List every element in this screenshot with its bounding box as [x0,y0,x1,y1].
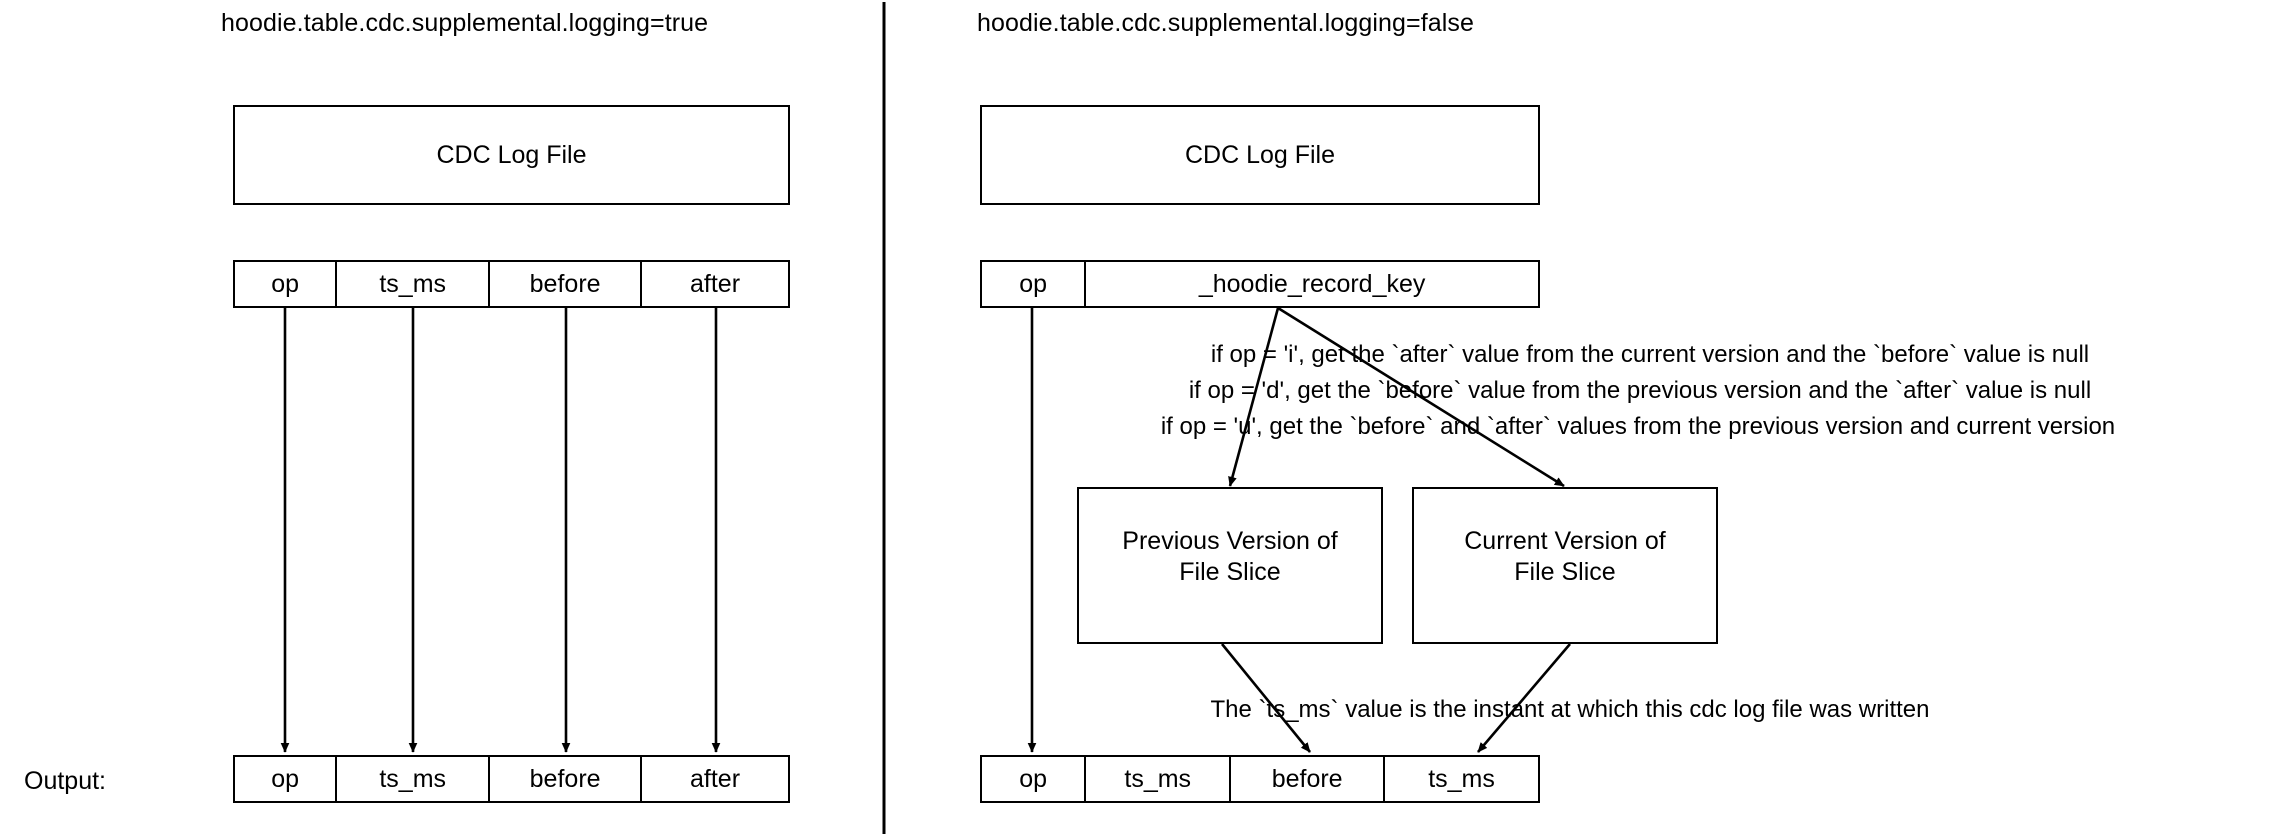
left-output-cell-after: after [690,765,741,793]
right-output-cell-ts-ms-2: ts_ms [1428,765,1495,793]
right-output-row: op ts_ms before ts_ms [980,755,1540,803]
right-output-cell-ts-ms: ts_ms [1086,757,1232,801]
rule-text-update: if op = 'u', get the `before` and `after… [1160,413,2116,440]
left-output-label: Output: [24,767,106,795]
left-schema-cell-after: after [690,270,741,298]
right-schema-cell-op: op [982,262,1087,306]
previous-version-label-line2: File Slice [1179,558,1281,586]
left-cdc-log-file-box: CDC Log File [233,105,790,205]
current-version-file-slice-box: Current Version of File Slice [1412,487,1718,644]
left-output-cell-before: before [490,757,643,801]
left-panel-title: hoodie.table.cdc.supplemental.logging=tr… [221,9,709,37]
left-output-cell-op: op [235,757,338,801]
previous-version-file-slice-box: Previous Version of File Slice [1077,487,1383,644]
right-panel-title: hoodie.table.cdc.supplemental.logging=fa… [977,9,1475,37]
current-version-label-line1: Current Version of [1464,527,1666,555]
left-cdc-schema-row: op ts_ms before after [233,260,790,308]
previous-version-label-line1: Previous Version of [1122,527,1338,555]
left-schema-cell-ts-ms: ts_ms [337,262,491,306]
right-output-cell-before: before [1231,757,1386,801]
ts-ms-note-text: The `ts_ms` value is the instant at whic… [1210,696,1930,723]
left-cdc-log-file-label: CDC Log File [436,141,587,169]
left-schema-cell-before: before [490,262,643,306]
rule-text-delete: if op = 'd', get the `before` value from… [1188,377,2092,404]
right-output-cell-op: op [982,757,1087,801]
rule-text-insert: if op = 'i', get the `after` value from … [1210,341,2090,368]
right-cdc-schema-row: op _hoodie_record_key [980,260,1540,308]
right-cdc-log-file-box: CDC Log File [980,105,1540,205]
left-output-row: op ts_ms before after [233,755,790,803]
right-cdc-log-file-label: CDC Log File [1184,141,1336,169]
left-schema-cell-op: op [235,262,338,306]
current-version-label-line2: File Slice [1514,558,1616,586]
left-output-cell-ts-ms: ts_ms [337,757,491,801]
right-schema-cell-hoodie-record-key: _hoodie_record_key [1198,270,1426,298]
